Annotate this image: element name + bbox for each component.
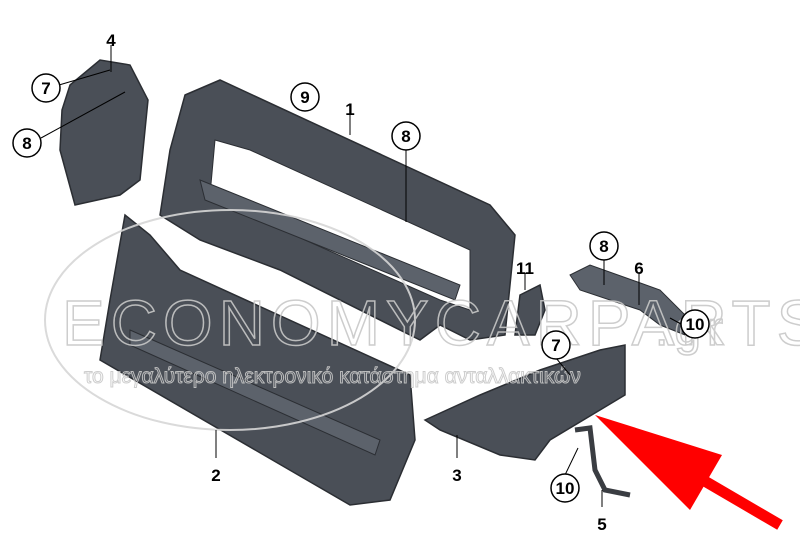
callout-6[interactable]: 6 — [634, 259, 643, 278]
callout-circle — [680, 309, 710, 339]
callout-10[interactable]: 10 — [680, 309, 710, 339]
leader-lines — [40, 45, 682, 507]
callout-circle — [541, 330, 571, 360]
highlight-arrow — [595, 415, 783, 530]
callout-8[interactable]: 8 — [12, 128, 42, 158]
part-3-right-air-duct[interactable] — [423, 344, 626, 461]
callout-11[interactable]: 11 — [516, 259, 534, 278]
callout-3[interactable]: 3 — [452, 466, 461, 485]
part-11-small-cover[interactable] — [514, 283, 546, 336]
part-2-lower-air-guide[interactable] — [99, 213, 416, 506]
callout-circle — [12, 128, 42, 158]
callout-9[interactable]: 9 — [290, 82, 320, 112]
callout-number: 4 — [106, 31, 116, 50]
part-6-bracket[interactable] — [569, 264, 691, 336]
callout-number: 1 — [345, 100, 354, 119]
callout-8[interactable]: 8 — [589, 231, 619, 261]
callout-10[interactable]: 10 — [550, 473, 580, 503]
callout-1[interactable]: 1 — [345, 100, 354, 119]
callout-number: 7 — [551, 336, 560, 355]
callout-number: 10 — [686, 315, 705, 334]
callout-number: 9 — [300, 88, 309, 107]
callout-2[interactable]: 2 — [211, 466, 220, 485]
callout-number: 2 — [211, 466, 220, 485]
callout-number: 5 — [597, 515, 606, 534]
callout-5[interactable]: 5 — [597, 515, 606, 534]
callout-number: 3 — [452, 466, 461, 485]
callout-number: 7 — [41, 79, 50, 98]
part-5-bracket[interactable] — [574, 425, 631, 498]
callout-7[interactable]: 7 — [31, 73, 61, 103]
callout-circle — [589, 231, 619, 261]
svg-text:ECONOMYCARPARTS: ECONOMYCARPARTS — [62, 287, 800, 359]
callout-circle — [31, 73, 61, 103]
callout-7[interactable]: 7 — [541, 330, 571, 360]
callout-number: 10 — [556, 479, 575, 498]
svg-text:το μεγαλύτερο ηλεκτρονικό κατά: το μεγαλύτερο ηλεκτρονικό κατάστημα αντα… — [84, 365, 581, 388]
watermark: ECONOMYCARPARTS .gr το μεγαλύτερο ηλεκτρ… — [44, 209, 800, 431]
callout-circle — [290, 82, 320, 112]
callout-number: 6 — [634, 259, 643, 278]
callout-circle — [550, 473, 580, 503]
callout-number: 11 — [516, 259, 534, 278]
part-4-air-duct-left[interactable] — [59, 59, 149, 206]
callout-number: 8 — [22, 134, 31, 153]
callout-4[interactable]: 4 — [106, 31, 116, 50]
callout-number: 8 — [401, 127, 410, 146]
callout-number: 8 — [599, 237, 608, 256]
callout-circle — [391, 121, 421, 151]
callout-8[interactable]: 8 — [391, 121, 421, 151]
